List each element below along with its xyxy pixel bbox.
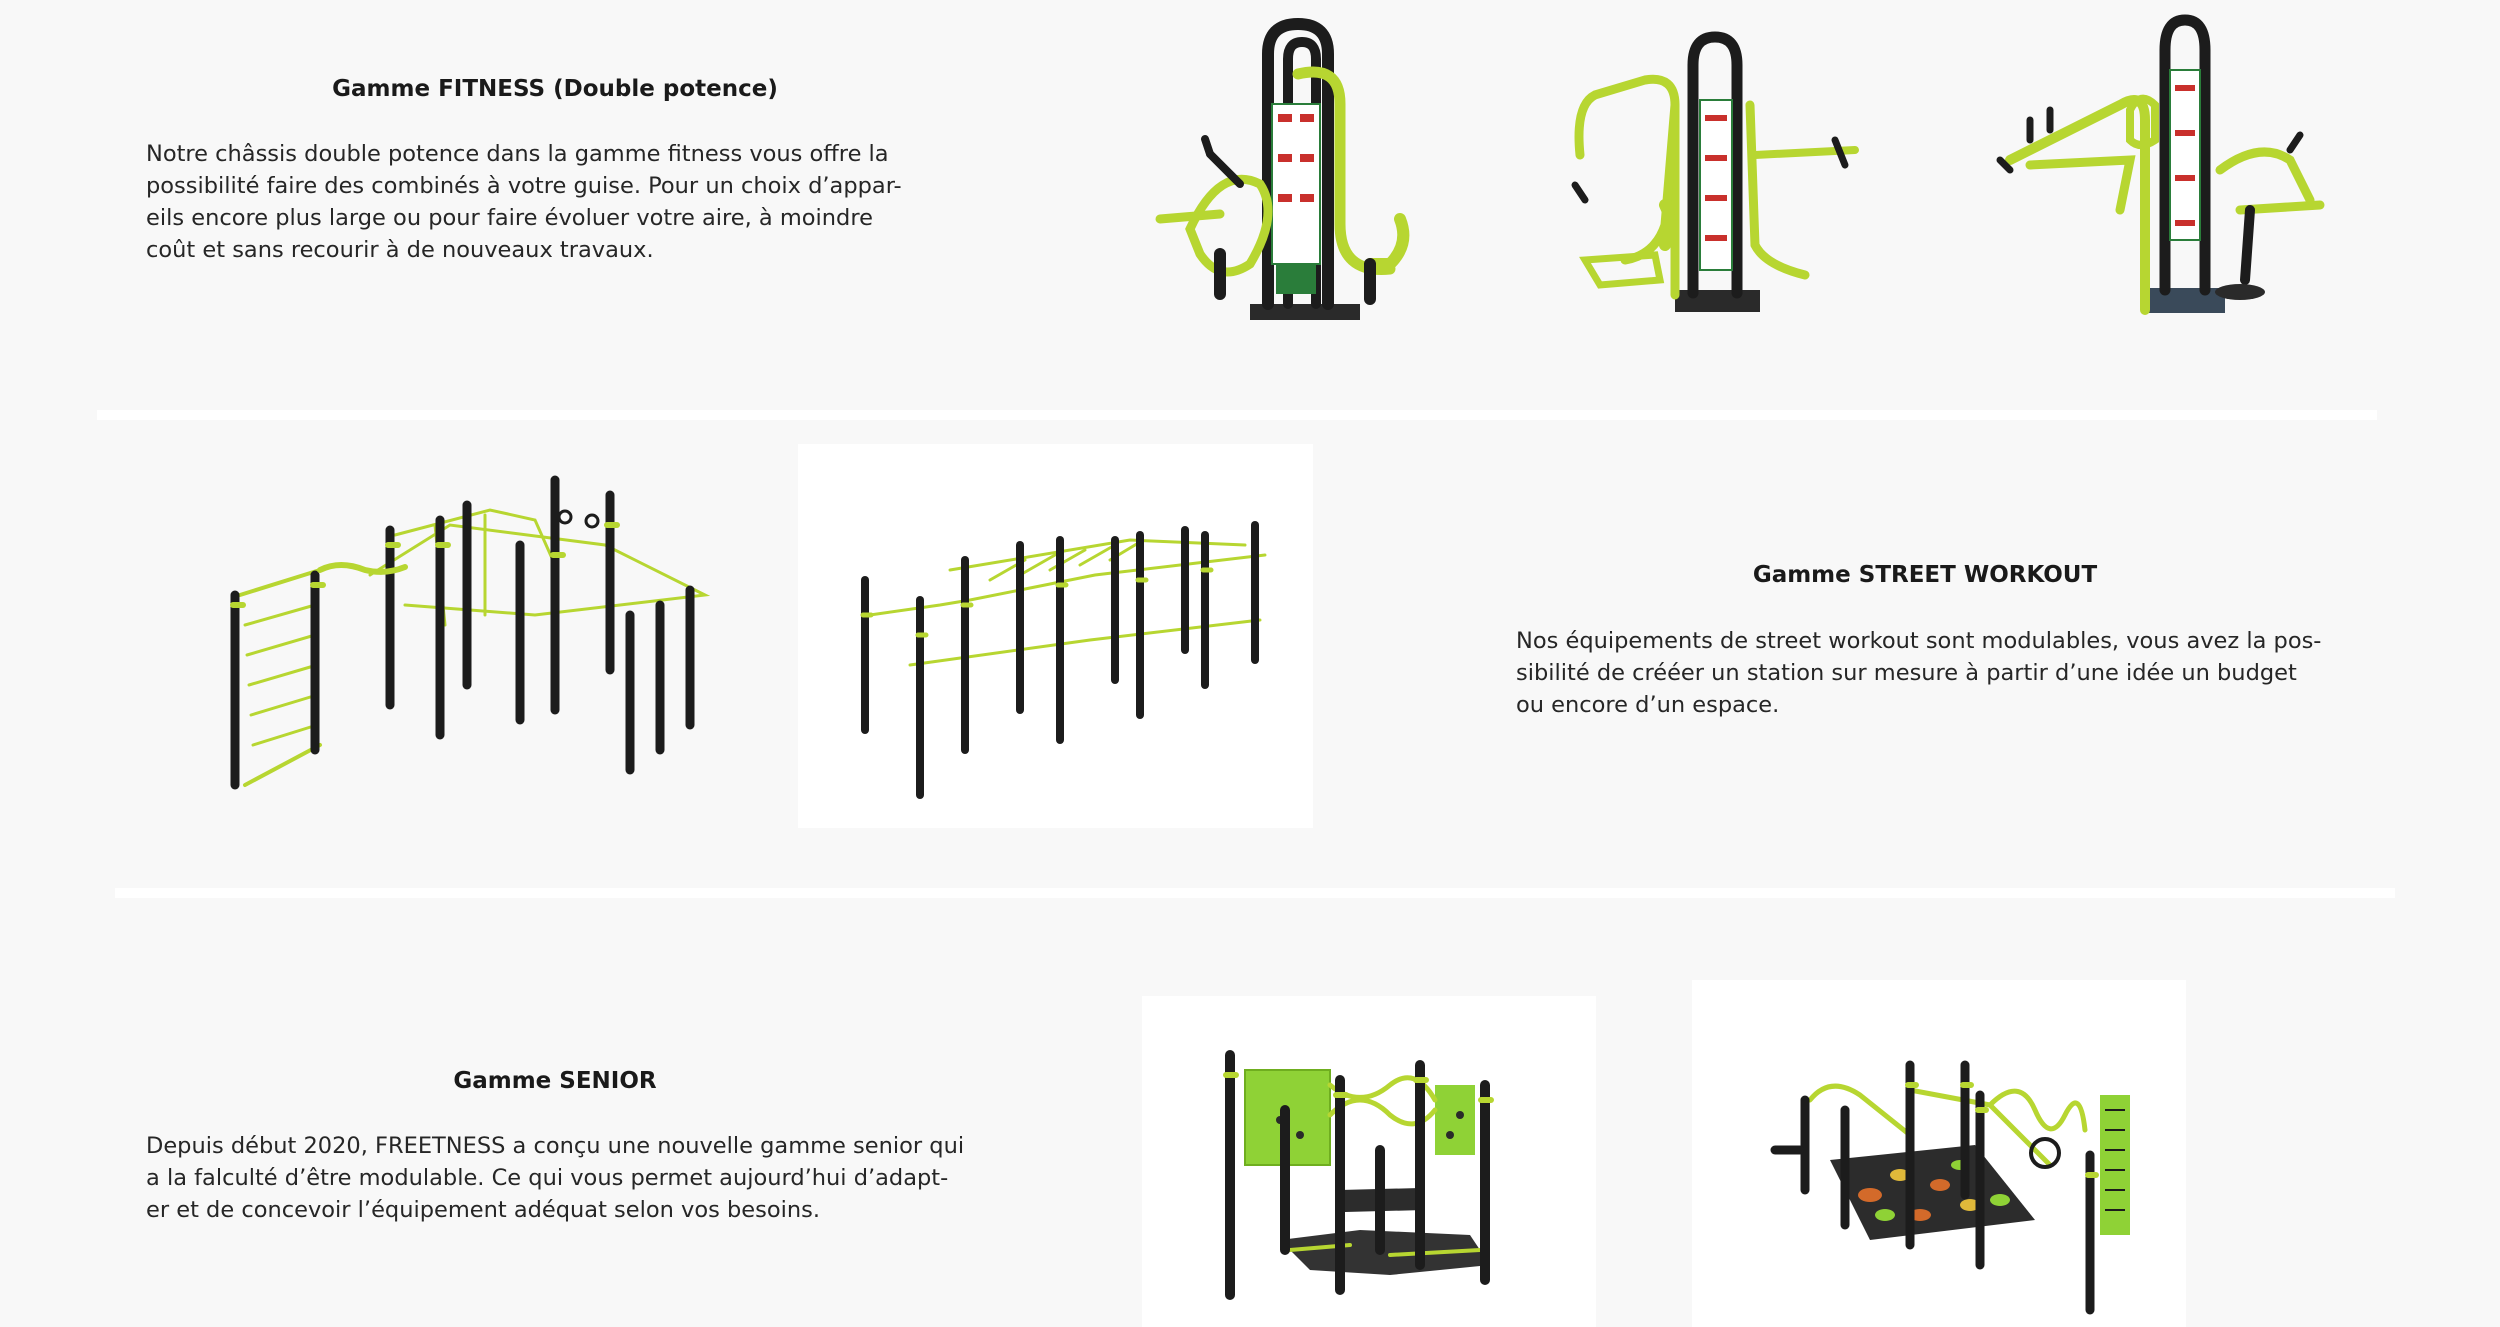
fitness-title: Gamme FITNESS (Double potence) xyxy=(332,76,778,102)
street-workout-card-2 xyxy=(798,444,1313,828)
fitness-description: Notre châssis double potence dans la gam… xyxy=(146,138,966,266)
senior-title: Gamme SENIOR xyxy=(453,1068,657,1094)
fitness-equipment-image-1 xyxy=(1155,17,1410,320)
section-divider-1 xyxy=(97,410,2377,420)
fitness-line-2: possibilité faire des combinés à votre g… xyxy=(146,173,902,199)
senior-equipment-image-1 xyxy=(1223,1050,1494,1300)
fitness-line-4: coût et sans recourir à de nouveaux trav… xyxy=(146,237,654,263)
fitness-line-1: Notre châssis double potence dans la gam… xyxy=(146,141,889,167)
street-workout-image-1 xyxy=(230,475,711,790)
street-workout-image-2 xyxy=(860,521,1267,799)
senior-line-3: er et de concevoir l’équipement adéquat … xyxy=(146,1197,821,1223)
senior-line-2: a la falculté d’être modulable. Ce qui v… xyxy=(146,1165,949,1191)
section-divider-2 xyxy=(115,888,2395,898)
street-workout-line-1: Nos équipements de street workout sont m… xyxy=(1516,628,2322,654)
fitness-equipment-image-3 xyxy=(1996,14,2325,315)
street-workout-title: Gamme STREET WORKOUT xyxy=(1752,562,2098,588)
fitness-line-3: eils encore plus large ou pour faire évo… xyxy=(146,205,873,231)
fitness-equipment-image-2 xyxy=(1571,31,1859,312)
senior-description: Depuis début 2020, FREETNESS a conçu une… xyxy=(146,1130,976,1226)
senior-line-1: Depuis début 2020, FREETNESS a conçu une… xyxy=(146,1133,965,1159)
street-workout-description: Nos équipements de street workout sont m… xyxy=(1516,625,2336,721)
street-workout-line-2: sibilité de crééer un station sur mesure… xyxy=(1516,660,2297,686)
senior-equipment-image-2 xyxy=(1770,1060,2130,1315)
street-workout-line-3: ou encore d’un espace. xyxy=(1516,692,1780,718)
